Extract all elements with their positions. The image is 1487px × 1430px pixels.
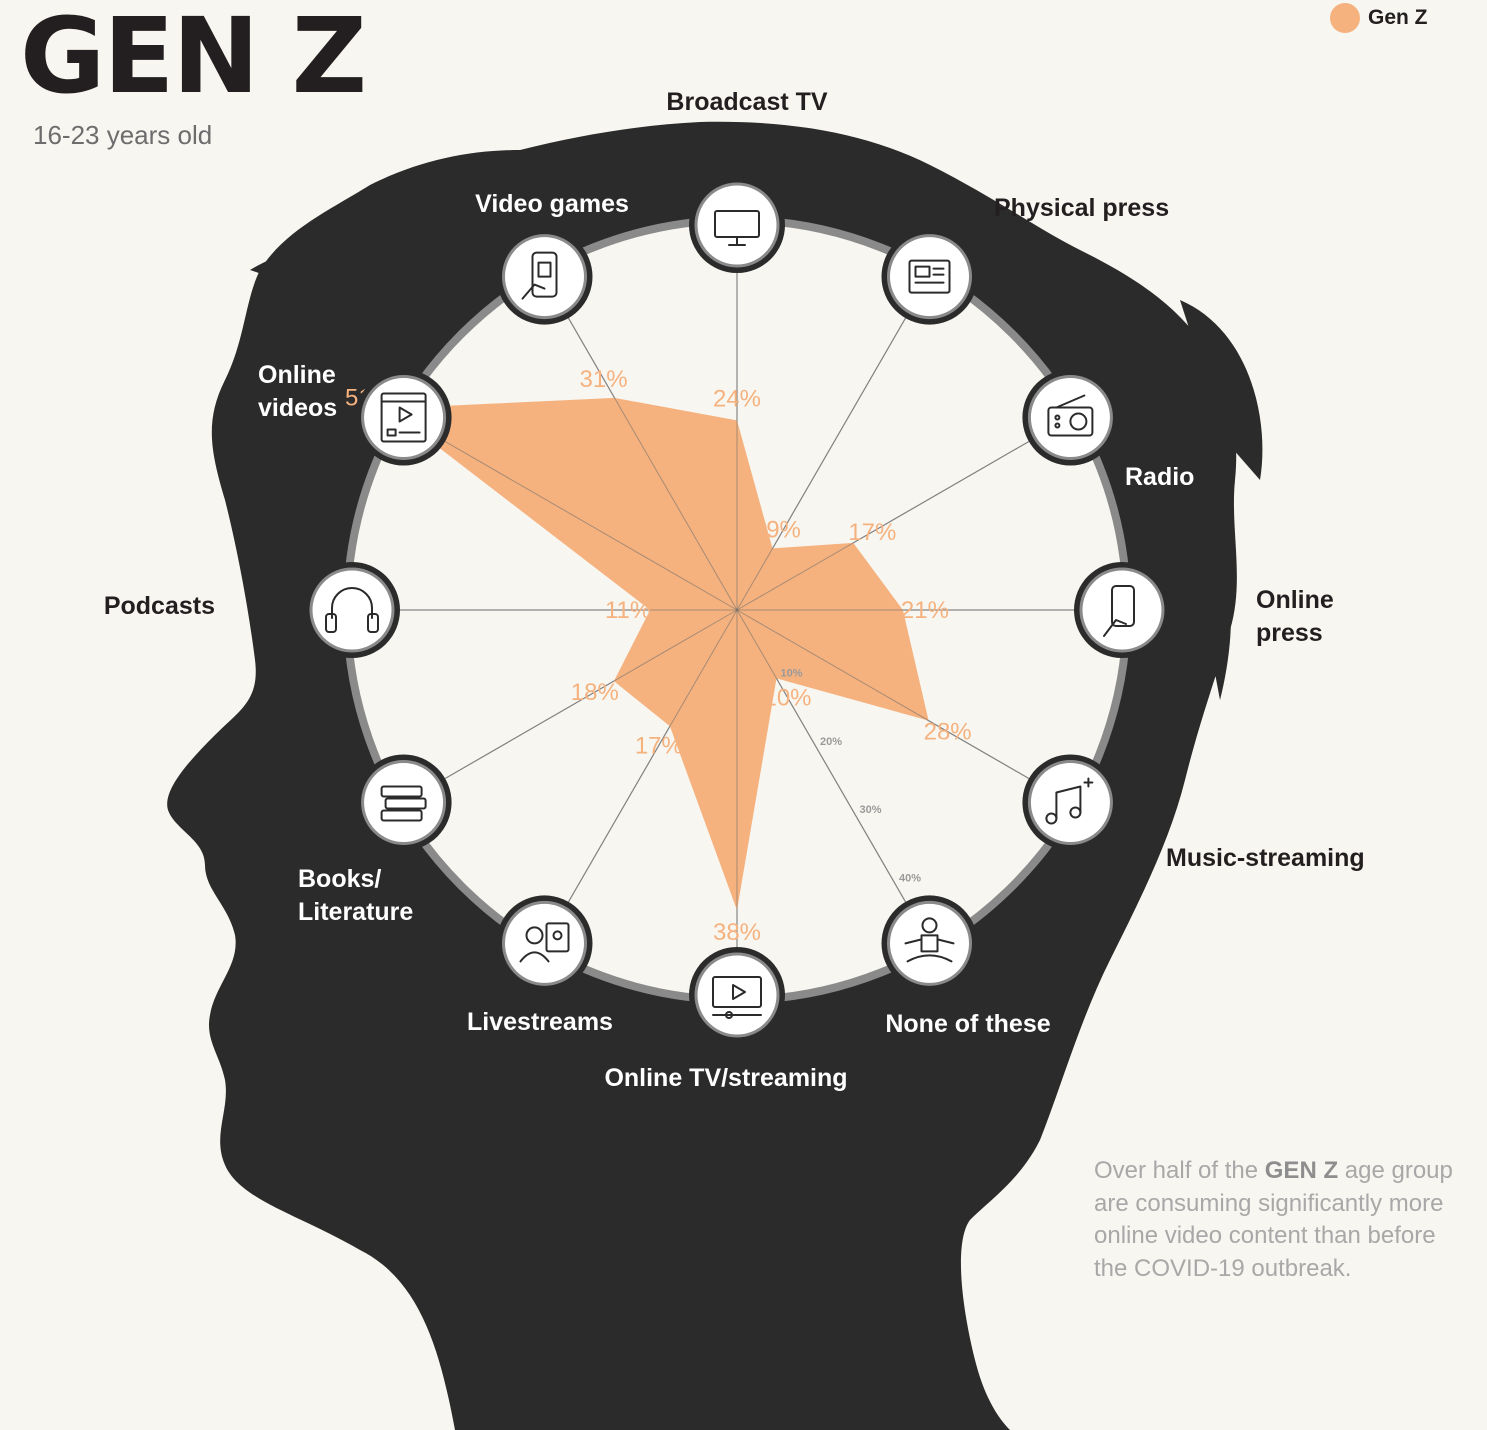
- page-subtitle: 16-23 years old: [33, 120, 213, 150]
- axis-tick-label: 10%: [781, 667, 803, 679]
- spoke-line-overlay: [736, 417, 1071, 611]
- icon-badge: [1027, 760, 1113, 845]
- category-label: Radio: [1125, 463, 1194, 491]
- icon-badge: [361, 375, 447, 460]
- page-title: GEN Z: [20, 0, 367, 117]
- hair-strand: [1180, 300, 1263, 480]
- value-label: 10%: [763, 684, 811, 711]
- value-label: 24%: [713, 385, 761, 412]
- tv-icon: [714, 210, 760, 246]
- category-label: Livestreams: [467, 1008, 613, 1036]
- spokes-overlay-group: [352, 225, 1122, 995]
- meditation-icon: [904, 917, 955, 963]
- gen-z-area: [388, 397, 929, 911]
- radio-icon: [1047, 394, 1094, 437]
- icon-badge: [694, 952, 780, 1038]
- icon-badge: [502, 900, 587, 986]
- spoke-line-overlay: [736, 609, 1071, 803]
- livestream-icon: [519, 922, 570, 963]
- footnote-pre: Over half of the: [1094, 1157, 1265, 1184]
- icon-badge: [887, 900, 972, 986]
- icons-group: [304, 177, 1170, 1043]
- category-label: Online TV/streaming: [604, 1064, 847, 1092]
- value-label: 28%: [924, 719, 972, 746]
- footnote-highlight: GEN Z: [1264, 1157, 1339, 1184]
- category-label: Video games: [475, 190, 629, 218]
- category-label: Music-streaming: [1166, 844, 1365, 872]
- value-label: 17%: [848, 519, 896, 546]
- hair-strand: [1200, 520, 1232, 700]
- value-label: 38%: [713, 919, 761, 946]
- video-window-icon: [380, 392, 427, 443]
- axis-tick-label: 30%: [860, 804, 882, 816]
- hair-strand: [250, 240, 360, 300]
- value-label: 11%: [605, 597, 651, 624]
- spoke-line-overlay: [544, 609, 738, 944]
- legend: Gen Z: [1330, 3, 1428, 33]
- spoke-line-overlay: [736, 609, 930, 944]
- category-label: Podcasts: [104, 592, 215, 620]
- footnote: Over half of the GEN Z age group are con…: [1094, 1155, 1454, 1285]
- value-label: 9%: [766, 516, 801, 543]
- icon-badge: [309, 567, 395, 653]
- spoke-line-overlay: [736, 276, 930, 611]
- music-notes-icon: [1045, 777, 1094, 825]
- category-label: None of these: [885, 1010, 1050, 1038]
- value-label: 21%: [901, 597, 949, 624]
- phone-icon: [1103, 585, 1135, 637]
- legend-label: Gen Z: [1368, 6, 1428, 29]
- value-label: 18%: [571, 679, 619, 706]
- books-icon: [380, 785, 427, 822]
- phone-game-icon: [521, 251, 558, 300]
- category-label: Broadcast TV: [666, 88, 827, 116]
- newspaper-icon: [908, 259, 951, 294]
- headphones-icon: [325, 587, 379, 633]
- spoke-line-overlay: [544, 276, 738, 611]
- value-label: 17%: [635, 732, 683, 759]
- category-label: Physical press: [994, 194, 1169, 222]
- axis-tick-label: 40%: [899, 873, 921, 885]
- spoke-line-overlay: [403, 609, 738, 803]
- category-label: Books/Literature: [298, 865, 413, 926]
- footnote-post: age group are consuming significantly mo…: [1094, 1157, 1453, 1282]
- spoke-line-overlay: [403, 417, 738, 611]
- icon-badge: [361, 760, 447, 845]
- legend-swatch: [1330, 3, 1360, 33]
- icon-badge: [1079, 567, 1165, 653]
- icon-badge: [694, 182, 780, 268]
- value-label: 31%: [580, 366, 628, 393]
- video-player-icon: [712, 976, 762, 1019]
- axis-tick-label: 20%: [820, 736, 842, 748]
